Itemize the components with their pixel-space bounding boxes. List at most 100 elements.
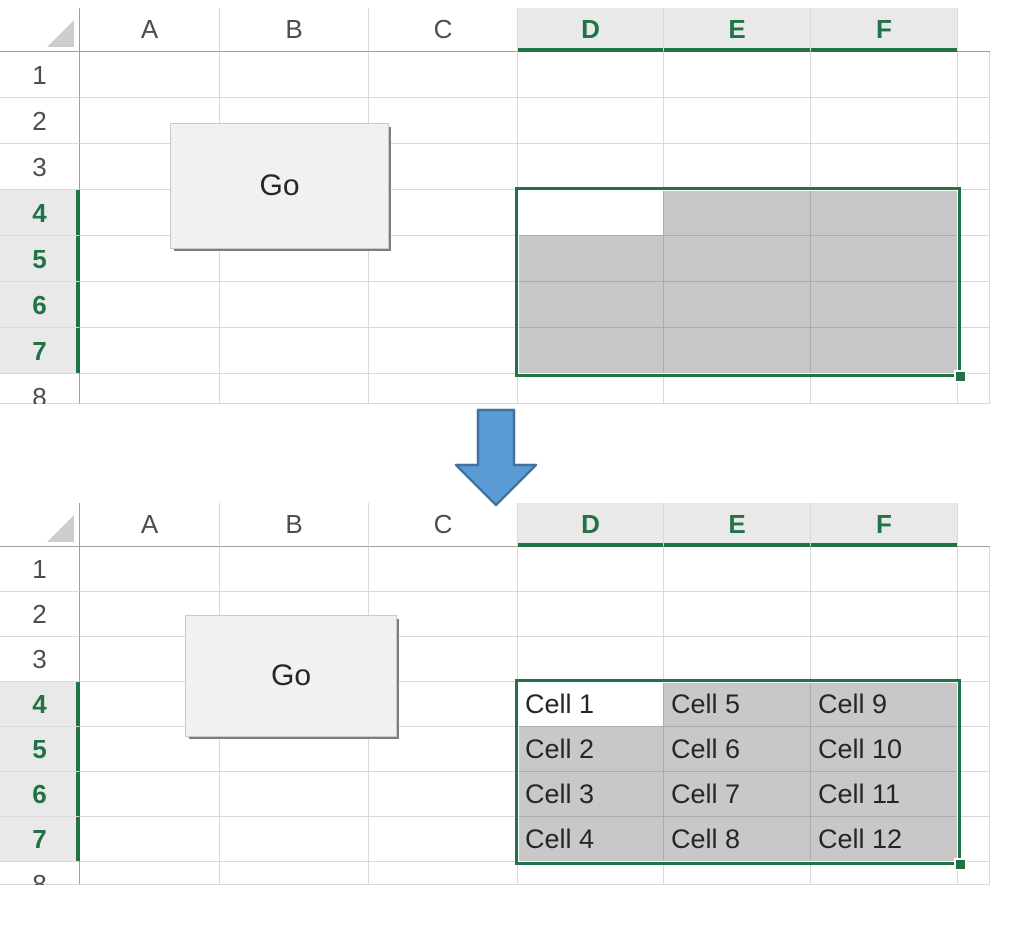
- cell-D3[interactable]: [518, 144, 664, 190]
- select-all-corner[interactable]: [0, 8, 80, 52]
- cell-A1[interactable]: [80, 547, 220, 592]
- cell-E2[interactable]: [664, 98, 811, 144]
- cell-D7[interactable]: [518, 328, 664, 374]
- cell-A6[interactable]: [80, 282, 220, 328]
- row-header-5[interactable]: 5: [0, 236, 80, 282]
- cell-B6[interactable]: [220, 282, 369, 328]
- cell-B8[interactable]: [220, 862, 369, 885]
- cell-A8[interactable]: [80, 862, 220, 885]
- go-button[interactable]: Go: [170, 123, 389, 249]
- fill-handle[interactable]: [954, 858, 967, 871]
- cell-E4[interactable]: [664, 190, 811, 236]
- column-header-D[interactable]: D: [518, 8, 664, 52]
- column-header-A[interactable]: A: [80, 8, 220, 52]
- cell-D2[interactable]: [518, 98, 664, 144]
- column-header-A[interactable]: A: [80, 503, 220, 547]
- cell-E1[interactable]: [664, 547, 811, 592]
- cell-D5[interactable]: Cell 2: [518, 727, 664, 772]
- row-header-1[interactable]: 1: [0, 52, 80, 98]
- cell-B6[interactable]: [220, 772, 369, 817]
- cell-D4[interactable]: [518, 190, 664, 236]
- go-button[interactable]: Go: [185, 615, 397, 737]
- row-header-1[interactable]: 1: [0, 547, 80, 592]
- column-header-B[interactable]: B: [220, 8, 369, 52]
- cell-B7[interactable]: [220, 817, 369, 862]
- row-header-2[interactable]: 2: [0, 98, 80, 144]
- cell-C1[interactable]: [369, 547, 518, 592]
- cell-E5[interactable]: [664, 236, 811, 282]
- fill-handle[interactable]: [954, 370, 967, 383]
- cell-D3[interactable]: [518, 637, 664, 682]
- cell-C2[interactable]: [369, 98, 518, 144]
- cell-D5[interactable]: [518, 236, 664, 282]
- cell-E5[interactable]: Cell 6: [664, 727, 811, 772]
- cell-C6[interactable]: [369, 282, 518, 328]
- cell-E8[interactable]: [664, 862, 811, 885]
- row-header-4[interactable]: 4: [0, 682, 80, 727]
- cell-B1[interactable]: [220, 52, 369, 98]
- cell-C5[interactable]: [369, 236, 518, 282]
- column-header-E[interactable]: E: [664, 503, 811, 547]
- cell-E1[interactable]: [664, 52, 811, 98]
- cell-F5[interactable]: [811, 236, 958, 282]
- cell-E2[interactable]: [664, 592, 811, 637]
- row-header-2[interactable]: 2: [0, 592, 80, 637]
- column-header-F[interactable]: F: [811, 503, 958, 547]
- column-header-B[interactable]: B: [220, 503, 369, 547]
- row-header-5[interactable]: 5: [0, 727, 80, 772]
- cell-F2[interactable]: [811, 592, 958, 637]
- cell-A6[interactable]: [80, 772, 220, 817]
- cell-B8[interactable]: [220, 374, 369, 404]
- column-header-C[interactable]: C: [369, 503, 518, 547]
- cell-D1[interactable]: [518, 52, 664, 98]
- cell-E7[interactable]: Cell 8: [664, 817, 811, 862]
- cell-F1[interactable]: [811, 52, 958, 98]
- column-header-E[interactable]: E: [664, 8, 811, 52]
- column-header-F[interactable]: F: [811, 8, 958, 52]
- cell-E3[interactable]: [664, 637, 811, 682]
- cell-F3[interactable]: [811, 637, 958, 682]
- cell-F6[interactable]: [811, 282, 958, 328]
- cell-E7[interactable]: [664, 328, 811, 374]
- cell-F4[interactable]: [811, 190, 958, 236]
- row-header-6[interactable]: 6: [0, 772, 80, 817]
- cell-A7[interactable]: [80, 328, 220, 374]
- cell-D2[interactable]: [518, 592, 664, 637]
- row-header-8[interactable]: 8: [0, 374, 80, 404]
- column-header-C[interactable]: C: [369, 8, 518, 52]
- cell-D6[interactable]: [518, 282, 664, 328]
- cell-C7[interactable]: [369, 328, 518, 374]
- row-header-3[interactable]: 3: [0, 144, 80, 190]
- cell-A7[interactable]: [80, 817, 220, 862]
- column-header-D[interactable]: D: [518, 503, 664, 547]
- cell-D4[interactable]: Cell 1: [518, 682, 664, 727]
- cell-C8[interactable]: [369, 862, 518, 885]
- cell-A1[interactable]: [80, 52, 220, 98]
- cell-F2[interactable]: [811, 98, 958, 144]
- select-all-corner[interactable]: [0, 503, 80, 547]
- cell-F7[interactable]: [811, 328, 958, 374]
- cell-F7[interactable]: Cell 12: [811, 817, 958, 862]
- row-header-7[interactable]: 7: [0, 817, 80, 862]
- row-header-7[interactable]: 7: [0, 328, 80, 374]
- cell-F8[interactable]: [811, 374, 958, 404]
- cell-C1[interactable]: [369, 52, 518, 98]
- cell-E4[interactable]: Cell 5: [664, 682, 811, 727]
- cell-E3[interactable]: [664, 144, 811, 190]
- cell-E6[interactable]: [664, 282, 811, 328]
- cell-D8[interactable]: [518, 862, 664, 885]
- cell-B7[interactable]: [220, 328, 369, 374]
- cell-C3[interactable]: [369, 144, 518, 190]
- cell-F1[interactable]: [811, 547, 958, 592]
- cell-D1[interactable]: [518, 547, 664, 592]
- cell-F4[interactable]: Cell 9: [811, 682, 958, 727]
- cell-F8[interactable]: [811, 862, 958, 885]
- cell-F3[interactable]: [811, 144, 958, 190]
- cell-C4[interactable]: [369, 190, 518, 236]
- cell-D8[interactable]: [518, 374, 664, 404]
- cell-E6[interactable]: Cell 7: [664, 772, 811, 817]
- cell-A8[interactable]: [80, 374, 220, 404]
- cell-E8[interactable]: [664, 374, 811, 404]
- cell-C8[interactable]: [369, 374, 518, 404]
- cell-D7[interactable]: Cell 4: [518, 817, 664, 862]
